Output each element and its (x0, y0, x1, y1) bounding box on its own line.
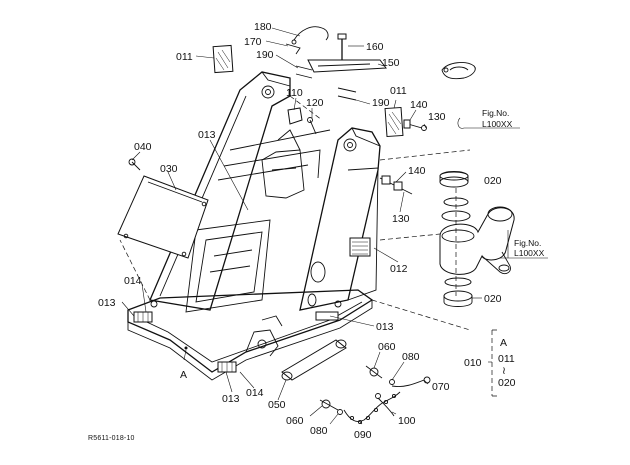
part-label-130-mid: 130 (392, 213, 410, 225)
pin-100 (375, 393, 395, 417)
side-cover-030 (117, 158, 209, 259)
part-label-012: 012 (390, 263, 408, 275)
top-hardware (285, 26, 387, 135)
assembly-group: 010 A 011 ≀ 020 (464, 329, 516, 397)
bolts-140-130 (379, 119, 427, 195)
part-label-020-top: 020 (484, 175, 502, 187)
part-label-080-right: 080 (402, 351, 420, 363)
part-label-170: 170 (244, 36, 262, 48)
part-label-130-top: 130 (428, 111, 446, 123)
assembly-group-start: 011 (498, 353, 515, 365)
hatched-decal (352, 241, 368, 255)
part-label-014-left: 014 (124, 275, 142, 287)
wire-070 (391, 376, 431, 387)
part-label-020-bottom: 020 (484, 293, 502, 305)
part-label-180: 180 (254, 21, 272, 33)
decal-011-left (212, 44, 234, 74)
part-label-080-bottom: 080 (310, 425, 328, 437)
part-label-190-left: 190 (256, 49, 274, 61)
part-label-013-mid: 013 (376, 321, 394, 333)
chain-090 (343, 391, 401, 425)
part-label-090: 090 (354, 429, 372, 441)
part-labels: 011 180 170 160 190 150 110 120 190 011 … (98, 21, 502, 441)
part-label-060-bottom: 060 (286, 415, 304, 427)
view-marker-text: A (180, 369, 187, 381)
part-label-140-mid: 140 (408, 165, 426, 177)
part-label-070: 070 (432, 381, 450, 393)
assembly-group-view: A (500, 337, 507, 349)
part-label-030: 030 (160, 163, 178, 175)
part-label-013-top: 013 (198, 129, 216, 141)
fig-ref-top-label: Fig.No. (482, 108, 509, 118)
part-label-014-bottom: 014 (246, 387, 264, 399)
part-label-050: 050 (268, 399, 286, 411)
clip-part (441, 62, 476, 80)
view-marker-a: A (180, 346, 188, 381)
part-label-100: 100 (398, 415, 416, 427)
assembly-group-end: 020 (498, 377, 516, 389)
leader-lines (121, 27, 482, 425)
main-frame (119, 71, 471, 381)
fig-ref-right-code: L100XX (514, 248, 545, 258)
part-label-150: 150 (382, 57, 400, 69)
part-label-011-left: 011 (176, 51, 193, 63)
kingpin-assembly (439, 171, 515, 307)
decal-011-right (384, 106, 404, 138)
diagram-code: R5611-018-10 (88, 435, 135, 442)
fig-ref-right: Fig.No. L100XX (500, 230, 548, 259)
fig-ref-top-code: L100XX (482, 119, 513, 129)
part-label-013-left: 013 (98, 297, 116, 309)
part-label-140-top: 140 (410, 99, 428, 111)
part-label-110: 110 (286, 87, 303, 99)
assembly-group-symbol: ≀ (502, 365, 506, 377)
part-label-160: 160 (366, 41, 384, 53)
part-label-040: 040 (134, 141, 152, 153)
fig-ref-right-label: Fig.No. (514, 238, 541, 248)
part-label-190-right: 190 (372, 97, 390, 109)
part-label-011-right: 011 (390, 85, 407, 97)
part-label-060-right: 060 (378, 341, 396, 353)
part-label-013-bottom: 013 (222, 393, 240, 405)
fig-ref-top: Fig.No. L100XX (457, 108, 520, 129)
assembly-group-id: 010 (464, 357, 482, 369)
part-label-120: 120 (306, 97, 324, 109)
